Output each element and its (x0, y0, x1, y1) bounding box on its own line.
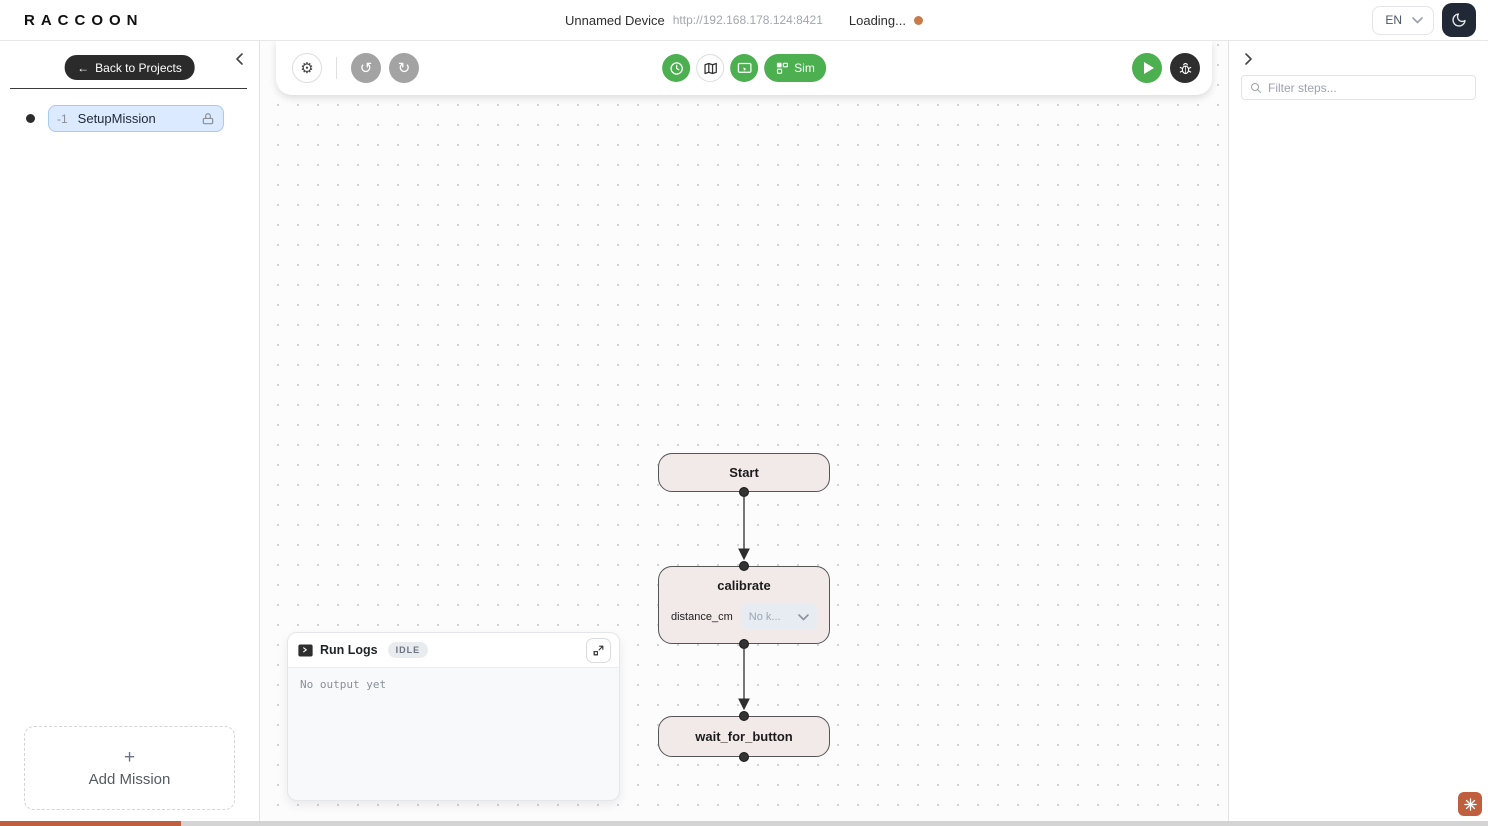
language-value: EN (1385, 13, 1402, 27)
undo-icon: ↺ (359, 60, 373, 77)
steps-panel (1228, 41, 1488, 826)
chevron-down-icon (1412, 16, 1423, 24)
map-button[interactable] (696, 54, 725, 82)
run-button[interactable] (1132, 53, 1162, 83)
layout-icon (776, 62, 788, 74)
app-logo: RACCOON (24, 11, 144, 29)
toolbar-separator (336, 57, 337, 79)
run-status-badge: IDLE (387, 642, 429, 658)
sim-mode-button[interactable]: Sim (764, 54, 826, 82)
expand-icon (593, 645, 604, 655)
back-arrow-icon: ← (77, 60, 90, 75)
app-header: RACCOON Unnamed Device http://192.168.17… (0, 0, 1488, 41)
bottom-progress-fill (0, 821, 181, 826)
chevron-down-icon (798, 613, 809, 621)
filter-steps-input[interactable] (1268, 80, 1467, 95)
back-to-projects-label: Back to Projects (95, 60, 182, 75)
lock-icon (202, 112, 214, 124)
flow-canvas[interactable]: ⚙ ↺ ↻ (260, 41, 1228, 826)
device-status-bar: Unnamed Device http://192.168.178.124:84… (0, 13, 1488, 28)
run-logs-panel: Run Logs IDLE No output yet (287, 632, 620, 801)
device-name: Unnamed Device (565, 12, 665, 28)
dark-mode-toggle[interactable] (1442, 3, 1476, 37)
run-logs-output: No output yet (300, 678, 387, 691)
collapse-sidebar-button[interactable] (233, 52, 246, 66)
add-mission-label: Add Mission (88, 771, 171, 788)
pip-screen-icon (737, 62, 752, 73)
expand-panel-button[interactable] (1242, 52, 1255, 66)
run-logs-header: Run Logs IDLE (288, 633, 619, 668)
redo-button[interactable]: ↻ (389, 53, 419, 83)
port-start-out[interactable] (739, 487, 749, 497)
mission-active-bullet (26, 114, 35, 123)
loading-status: Loading... (848, 12, 906, 28)
bottom-progress-track (0, 821, 1488, 826)
plus-icon: + (123, 747, 136, 768)
pip-view-button[interactable] (730, 54, 759, 82)
node-title: calibrate (717, 578, 771, 593)
node-param-row: distance_cm No k... (671, 604, 817, 630)
distance-cm-select[interactable]: No k... (740, 604, 817, 630)
starburst-icon (1463, 797, 1477, 811)
node-start[interactable]: Start (658, 453, 830, 492)
mission-item-setupmission[interactable]: -1 SetupMission (48, 105, 224, 132)
mission-list-item: -1 SetupMission (0, 105, 259, 132)
mission-name: SetupMission (77, 111, 156, 126)
language-select[interactable]: EN (1372, 5, 1434, 35)
gear-icon: ⚙ (300, 60, 314, 77)
param-value: No k... (748, 611, 781, 623)
sim-label: Sim (794, 61, 815, 75)
filter-steps-box (1241, 75, 1476, 100)
missions-sidebar: ← Back to Projects -1 SetupMission + Add… (0, 41, 260, 826)
mission-index: -1 (57, 111, 68, 126)
clock-icon (669, 61, 683, 75)
port-calibrate-in[interactable] (739, 561, 749, 571)
node-wait-for-button[interactable]: wait_for_button (658, 716, 830, 757)
canvas-toolbar: ⚙ ↺ ↻ (276, 41, 1212, 95)
undo-button[interactable]: ↺ (351, 53, 381, 83)
canvas-settings-button[interactable]: ⚙ (292, 53, 322, 83)
play-icon (1143, 62, 1154, 74)
add-mission-button[interactable]: + Add Mission (24, 726, 235, 810)
bug-icon (1179, 62, 1191, 74)
debug-button[interactable] (1170, 53, 1200, 83)
expand-logs-button[interactable] (586, 637, 611, 663)
param-label: distance_cm (671, 611, 733, 623)
status-dot (913, 15, 923, 25)
node-calibrate[interactable]: calibrate distance_cm No k... (658, 566, 830, 644)
search-icon (1251, 82, 1261, 93)
sidebar-divider (10, 88, 247, 89)
redo-icon: ↻ (397, 60, 411, 77)
port-wait-out[interactable] (739, 752, 749, 762)
moon-icon (1452, 13, 1466, 27)
node-title: wait_for_button (695, 729, 793, 744)
map-icon (703, 62, 717, 74)
chevron-left-icon (236, 53, 243, 65)
back-to-projects-button[interactable]: ← Back to Projects (64, 55, 195, 80)
node-title: Start (729, 465, 759, 480)
history-button[interactable] (662, 54, 691, 82)
device-url: http://192.168.178.124:8421 (672, 13, 823, 27)
terminal-icon (298, 644, 313, 656)
run-logs-title: Run Logs (320, 643, 378, 657)
framework-badge[interactable] (1458, 792, 1482, 816)
port-calibrate-out[interactable] (739, 639, 749, 649)
port-wait-in[interactable] (739, 711, 749, 721)
chevron-right-icon (1245, 53, 1252, 65)
